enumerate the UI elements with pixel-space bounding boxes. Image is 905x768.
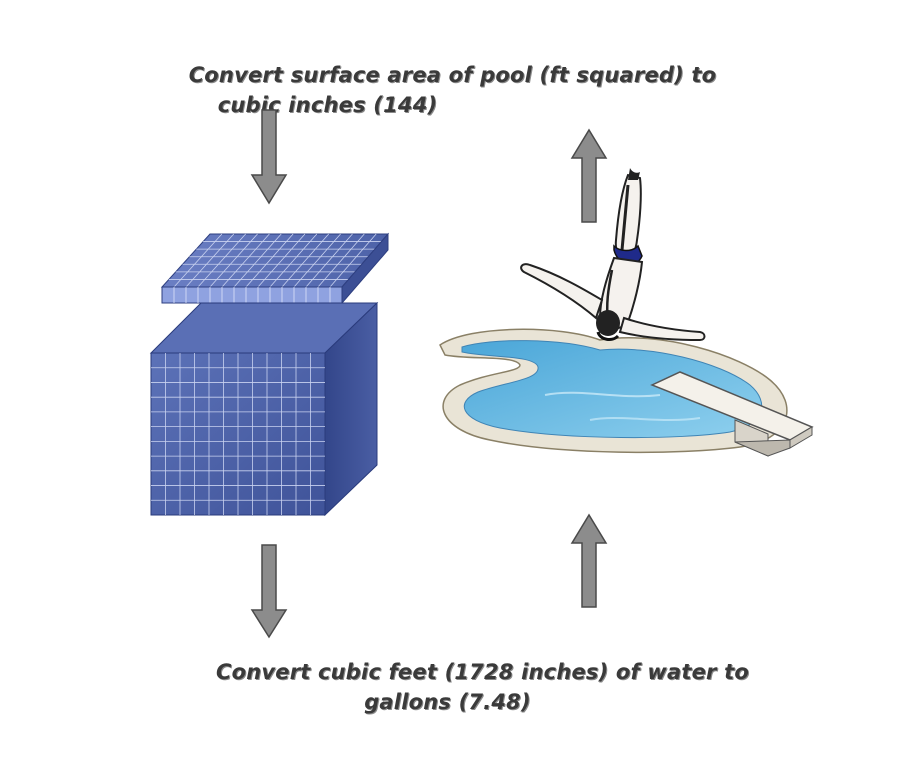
grid-cube-icon (149, 301, 379, 517)
pool-icon (439, 328, 788, 454)
down-arrow-icon (250, 544, 288, 639)
bottom-caption: Convert cubic feet (1728 inches) of wate… (0, 657, 905, 717)
top-caption-line-2: cubic inches (144) (217, 93, 438, 117)
down-arrow-icon (250, 109, 288, 205)
top-caption: Convert surface area of pool (ft squared… (0, 60, 905, 120)
bottom-caption-line-2: gallons (7.48) (364, 690, 531, 714)
up-arrow-icon (570, 513, 608, 608)
surface-slab-icon (160, 232, 390, 305)
bottom-caption-line-1: Convert cubic feet (1728 inches) of wate… (215, 660, 749, 684)
up-arrow-icon (570, 128, 608, 223)
diver-icon (520, 168, 706, 342)
top-caption-line-1: Convert surface area of pool (ft squared… (188, 63, 717, 87)
diving-board-icon (650, 371, 814, 457)
